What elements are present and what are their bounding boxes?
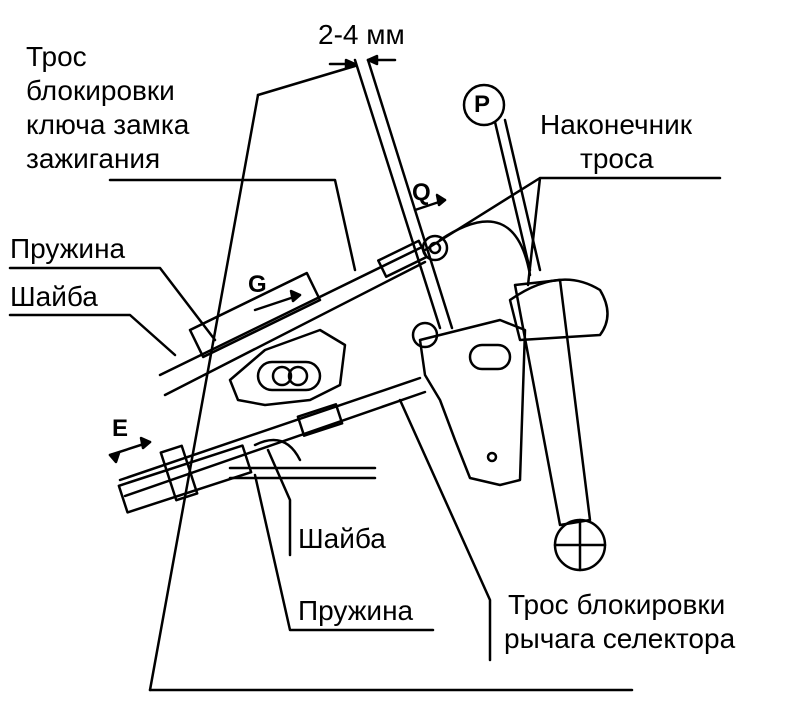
selector-cable-label-line: рычага селектора <box>504 623 736 654</box>
leader-spring-top <box>8 266 217 342</box>
g-marker: G <box>248 271 267 298</box>
selector-pivot <box>411 321 439 349</box>
lower-cable-sleeve <box>296 403 344 437</box>
dimension-line-right <box>366 58 454 330</box>
cable-loop <box>438 220 532 277</box>
shift-lever-shaft <box>493 118 542 272</box>
leader-spring-bottom <box>253 473 435 632</box>
leader-washer-top <box>8 313 177 357</box>
selector-bracket <box>418 318 527 487</box>
selector-slot <box>468 343 512 371</box>
base-line <box>228 466 377 480</box>
leader-ignition-cable <box>108 178 357 272</box>
cable-end-label: Наконечник троса <box>540 108 692 176</box>
upper-cable-sleeve <box>377 239 428 278</box>
washer-top-label: Шайба <box>10 281 98 312</box>
selector-cable-label-line: Трос блокировки <box>508 589 726 620</box>
dimension-line-left <box>353 58 442 330</box>
ignition-cable-label-line: Трос <box>26 41 87 72</box>
guide-slot <box>256 360 322 392</box>
q-marker: Q <box>412 179 431 206</box>
spring-top-label: Пружина <box>10 233 126 264</box>
ignition-cable-label-line: блокировки <box>26 75 175 106</box>
upper-spring <box>188 271 322 359</box>
lower-bracket-bar <box>117 444 253 514</box>
gap-label: 2-4 мм <box>318 19 405 50</box>
park-knob <box>462 83 506 127</box>
upper-pivot <box>421 234 449 262</box>
cable-end-label-line: троса <box>580 143 654 174</box>
leader-selector-cable <box>398 398 492 662</box>
park-marker: P <box>474 91 491 118</box>
shift-lever-body <box>513 278 592 527</box>
selector-cable-label: Трос блокировки рычага селектора <box>504 588 735 656</box>
spring-bottom-label: Пружина <box>298 595 414 626</box>
lower-hook <box>253 438 302 462</box>
lever-shroud <box>508 278 609 342</box>
leader-washer-bottom <box>266 448 292 557</box>
ignition-cable-label-line: ключа замка <box>26 109 190 140</box>
lower-washer-block <box>159 444 199 502</box>
guide-plate <box>228 328 347 407</box>
leader-cable-end <box>423 176 722 287</box>
ignition-cable-label: Трос блокировки ключа замка зажигания <box>26 40 189 176</box>
e-marker: E <box>112 415 129 442</box>
cable-end-label-line: Наконечник <box>540 109 692 140</box>
bracket-line-right <box>256 64 357 97</box>
washer-bottom-label: Шайба <box>298 523 386 554</box>
dimension-arrows <box>328 58 397 66</box>
ignition-cable-label-line: зажигания <box>26 143 161 174</box>
bracket-line-left <box>148 93 260 692</box>
upper-cable <box>158 246 427 397</box>
lower-cable <box>118 376 427 498</box>
